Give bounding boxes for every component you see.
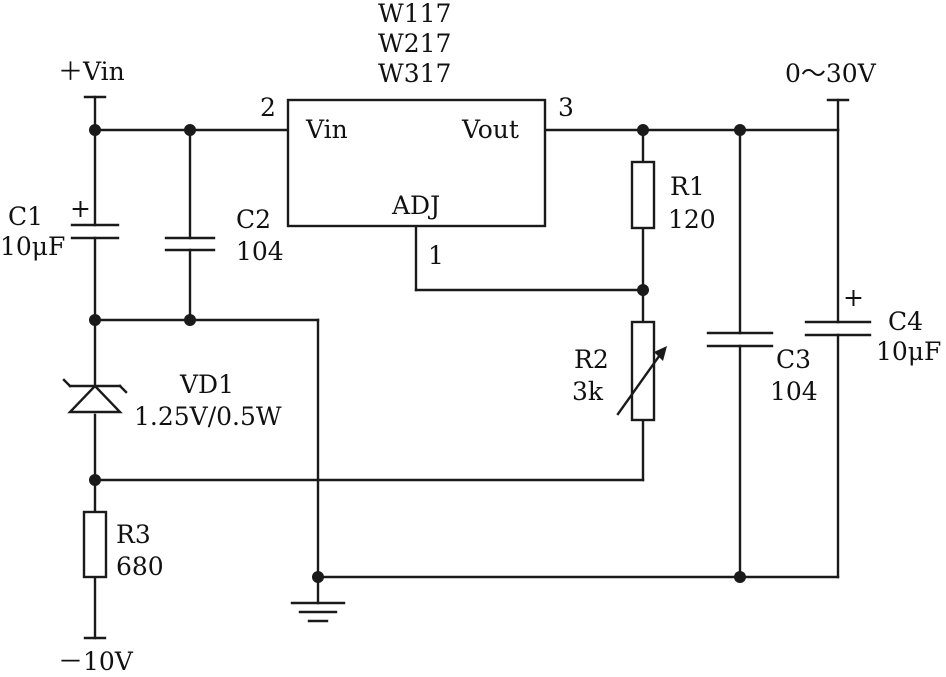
- junction-dots: [89, 124, 746, 583]
- c4-polarity-mark: +: [843, 283, 864, 312]
- r3-name: R3: [116, 520, 151, 549]
- zener-diode-vd1: VD1 1.25V/0.5W: [62, 370, 282, 431]
- potentiometer-r2: R2 3k: [572, 320, 667, 422]
- r2-value: 3k: [572, 377, 604, 406]
- c3-value: 104: [770, 377, 818, 406]
- ground-symbol-icon: [290, 601, 346, 623]
- ic-part-w217: W217: [378, 29, 451, 58]
- capacitor-c3: C3 104: [706, 331, 818, 406]
- resistor-r3: R3 680: [82, 510, 164, 581]
- c3-name: C3: [776, 345, 811, 374]
- r3-value: 680: [116, 552, 164, 581]
- ic-pin-vin-label: Vin: [305, 115, 348, 144]
- ic-pin-vout-label: Vout: [461, 115, 519, 144]
- c2-value: 104: [236, 237, 284, 266]
- c1-value: 10μF: [0, 232, 65, 261]
- capacitor-c1: + C1 10μF: [0, 194, 120, 261]
- supply-positive-label: ＋Vin: [58, 57, 125, 86]
- c4-name: C4: [888, 307, 923, 336]
- wires: [83, 95, 850, 640]
- r2-name: R2: [574, 345, 609, 374]
- ic-pin-1-number: 1: [428, 241, 444, 270]
- ic-pin-2-number: 2: [260, 93, 276, 122]
- r1-name: R1: [670, 172, 705, 201]
- ic-pin-3-number: 3: [558, 93, 574, 122]
- capacitor-c2: C2 104: [164, 205, 284, 266]
- resistor-r1: R1 120: [630, 160, 716, 234]
- ic-part-w317: W317: [378, 59, 451, 88]
- c1-polarity-mark: +: [70, 194, 91, 223]
- ic-pin-adj-label: ADJ: [391, 191, 440, 220]
- output-range-label: 0～30V: [785, 59, 877, 88]
- c4-value: 10μF: [876, 337, 941, 366]
- r1-value: 120: [668, 205, 716, 234]
- vd1-value: 1.25V/0.5W: [134, 402, 282, 431]
- supply-negative-label: －10V: [58, 647, 134, 676]
- vd1-name: VD1: [179, 370, 234, 399]
- ic-part-w117: W117: [378, 0, 451, 28]
- c2-name: C2: [236, 205, 271, 234]
- regulator-ic: W117 W217 W317 Vin Vout ADJ 2 3 1: [260, 0, 574, 270]
- c1-name: C1: [8, 202, 43, 231]
- capacitor-c4: + C4 10μF: [804, 283, 941, 366]
